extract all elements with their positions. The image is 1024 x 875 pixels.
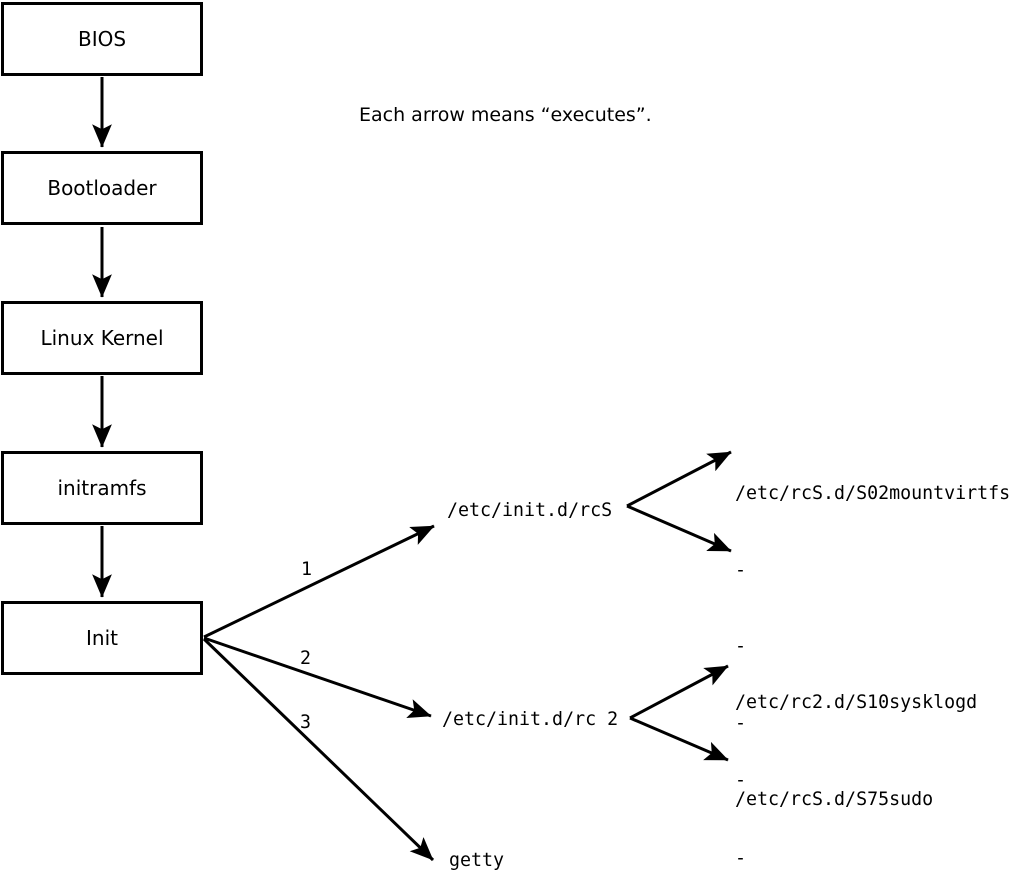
arrow-init-to-rc2	[203, 636, 432, 718]
arrow-label-1: 1	[301, 559, 313, 580]
arrow-init-to-rcs	[203, 524, 435, 639]
node-init: Init	[1, 601, 203, 675]
script-placeholder-dash: -	[735, 559, 747, 581]
rcs-script-list: /etc/rcS.d/S02mountvirtfs - - - /etc/rcS…	[735, 430, 1010, 864]
script-s10sysklogd: /etc/rc2.d/S10sysklogd	[735, 692, 978, 713]
node-initramfs-label: initramfs	[57, 476, 147, 500]
script-s02mountvirtfs: /etc/rcS.d/S02mountvirtfs	[735, 483, 1011, 504]
node-init-label: Init	[86, 626, 118, 650]
arrow-rcs-to-s75sudo	[626, 504, 732, 553]
target-etc-init-d-rcs: /etc/init.d/rcS	[447, 500, 613, 521]
node-bios: BIOS	[1, 2, 203, 76]
arrow-rcs-to-s02mountvirtfs	[626, 450, 732, 508]
node-linux-kernel-label: Linux Kernel	[40, 326, 164, 350]
target-etc-init-d-rc2: /etc/init.d/rc 2	[442, 709, 619, 730]
arrow-rc2-to-s99gdm	[629, 716, 729, 762]
arrow-label-3: 3	[300, 712, 312, 733]
node-bios-label: BIOS	[77, 27, 127, 51]
script-placeholder-dash: -	[735, 848, 747, 869]
node-bootloader-label: Bootloader	[47, 176, 157, 200]
target-getty: getty	[449, 850, 505, 871]
script-placeholder-dash: -	[735, 636, 747, 657]
rc2-script-list: /etc/rc2.d/S10sysklogd - - - /etc/rc2.d/…	[735, 638, 977, 875]
script-placeholder-dash: -	[735, 770, 747, 791]
node-linux-kernel: Linux Kernel	[1, 301, 203, 375]
arrow-label-2: 2	[300, 648, 312, 669]
arrow-rc2-to-s10sysklogd	[629, 664, 729, 720]
caption: Each arrow means “executes”.	[359, 104, 652, 126]
node-initramfs: initramfs	[1, 451, 203, 525]
script-s75sudo: /etc/rcS.d/S75sudo	[735, 789, 934, 810]
arrow-init-to-getty	[202, 637, 435, 862]
node-bootloader: Bootloader	[1, 151, 203, 225]
script-placeholder-dash: -	[735, 712, 747, 734]
